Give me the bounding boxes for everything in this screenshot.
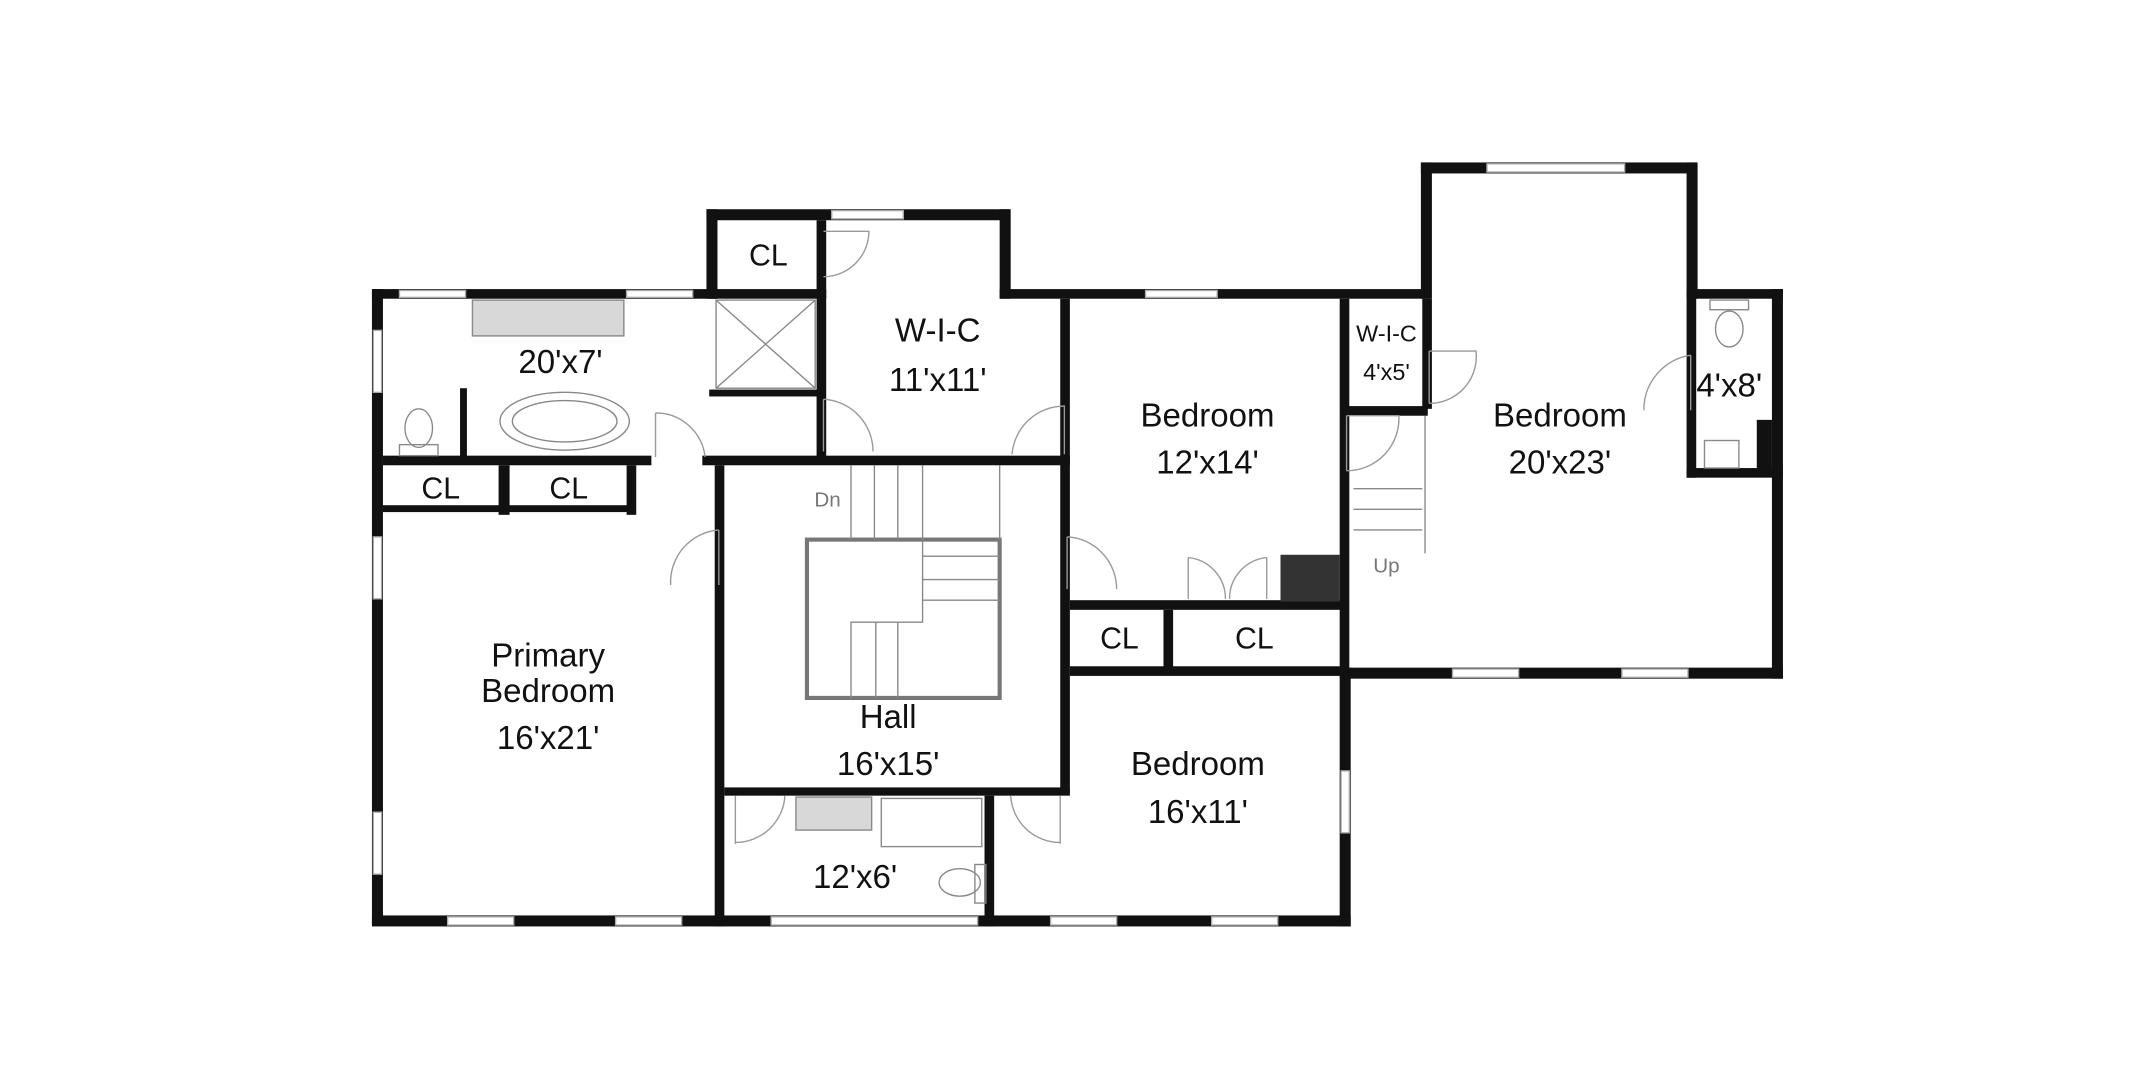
primary-bedroom-name-2: Bedroom xyxy=(481,672,615,709)
bedroom-2-closet-1-label: CL xyxy=(1100,622,1139,655)
bedroom-large-size: 20'x23' xyxy=(1509,444,1612,481)
fixtures xyxy=(398,299,1750,904)
toilet-icon xyxy=(404,408,434,449)
fireplace xyxy=(1280,554,1340,602)
bedroom-large-name: Bedroom xyxy=(1493,397,1627,434)
primary-closet-1-label: CL xyxy=(421,472,460,505)
bedroom-2-closet-2-label: CL xyxy=(1235,622,1274,655)
wic-main-name: W-I-C xyxy=(895,311,981,348)
top-closet-label: CL xyxy=(749,240,788,273)
hall-size: 16'x15' xyxy=(837,745,940,782)
bedroom-2-name: Bedroom xyxy=(1141,397,1275,434)
half-bath-toilet-icon xyxy=(1714,310,1744,348)
stairs-down-label: Dn xyxy=(814,489,840,512)
hall-bath-sink xyxy=(795,796,873,831)
half-bath-sink xyxy=(1703,439,1740,469)
half-bath-size: 4'x8' xyxy=(1696,366,1762,403)
bedroom-3-name: Bedroom xyxy=(1131,745,1265,782)
stairs-up-label: Up xyxy=(1373,555,1399,578)
hall-name: Hall xyxy=(860,698,917,735)
wic-small-name: W-I-C xyxy=(1356,320,1417,346)
wic-main-size: 11'x11' xyxy=(889,361,987,398)
hall-bath-size: 12'x6' xyxy=(813,858,897,895)
bedroom-3-size: 16'x11' xyxy=(1148,793,1248,830)
primary-closet-2-label: CL xyxy=(549,472,588,505)
walls xyxy=(371,162,1783,927)
windows xyxy=(372,163,1689,926)
staircase xyxy=(804,415,1426,700)
room-labels: CL 20'x7' W-I-C 11'x11' CL CL Bedroom 12… xyxy=(421,240,1762,895)
primary-bedroom-size: 16'x21' xyxy=(497,719,600,756)
primary-bedroom-name-1: Primary xyxy=(491,636,605,673)
bedroom-2-size: 12'x14' xyxy=(1156,444,1259,481)
shower-icon xyxy=(715,299,816,389)
wic-small-size: 4'x5' xyxy=(1363,359,1410,385)
doors xyxy=(654,230,1692,844)
double-vanity xyxy=(471,299,625,337)
hall-bath-toilet-icon xyxy=(938,867,982,897)
primary-bath-size: 20'x7' xyxy=(518,343,602,380)
bathtub-icon xyxy=(499,391,631,451)
